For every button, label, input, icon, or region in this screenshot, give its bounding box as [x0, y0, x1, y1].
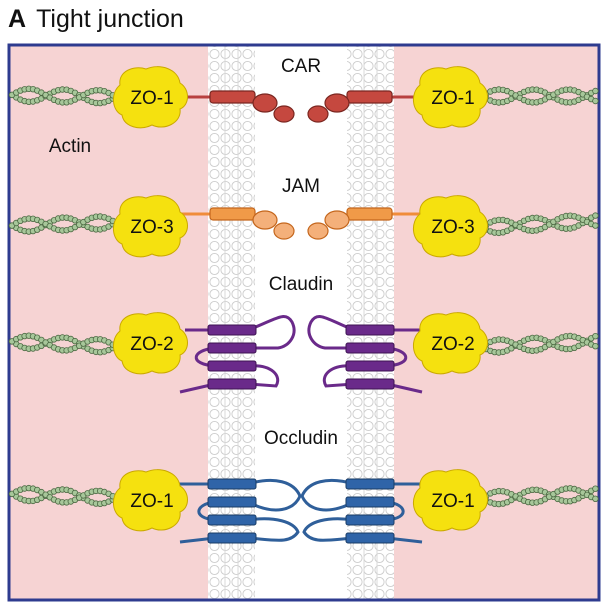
occludin-label: Occludin [264, 428, 338, 449]
actin-filament [478, 212, 599, 237]
actin-filament [478, 86, 599, 106]
zo-label-row4-right: ZO-1 [431, 491, 474, 512]
claudin-label: Claudin [269, 274, 333, 295]
actin-filament [8, 332, 121, 356]
panel-letter: A [8, 5, 27, 33]
claudin-protein [179, 315, 423, 394]
panel-title: A Tight junction [8, 4, 184, 34]
car-protein [165, 90, 440, 123]
diagram-frame [7, 43, 601, 602]
zo-label-row3-right: ZO-2 [431, 334, 474, 355]
paracellular-space [255, 45, 347, 600]
jam-label: JAM [282, 176, 320, 197]
zo-label-row1-left: ZO-1 [130, 88, 173, 109]
zo-label-row3-left: ZO-2 [130, 334, 173, 355]
zo-label-row2-right: ZO-3 [431, 217, 474, 238]
actin-filament [478, 485, 599, 508]
jam-protein [165, 207, 440, 240]
zo-label-row4-left: ZO-1 [130, 491, 173, 512]
actin-filament [8, 484, 121, 507]
zo-label-row1-right: ZO-1 [431, 88, 474, 109]
zo-label-row2-left: ZO-3 [130, 217, 173, 238]
actin-label: Actin [49, 136, 91, 157]
car-label: CAR [281, 56, 321, 77]
figure-title: Tight junction [36, 5, 184, 33]
